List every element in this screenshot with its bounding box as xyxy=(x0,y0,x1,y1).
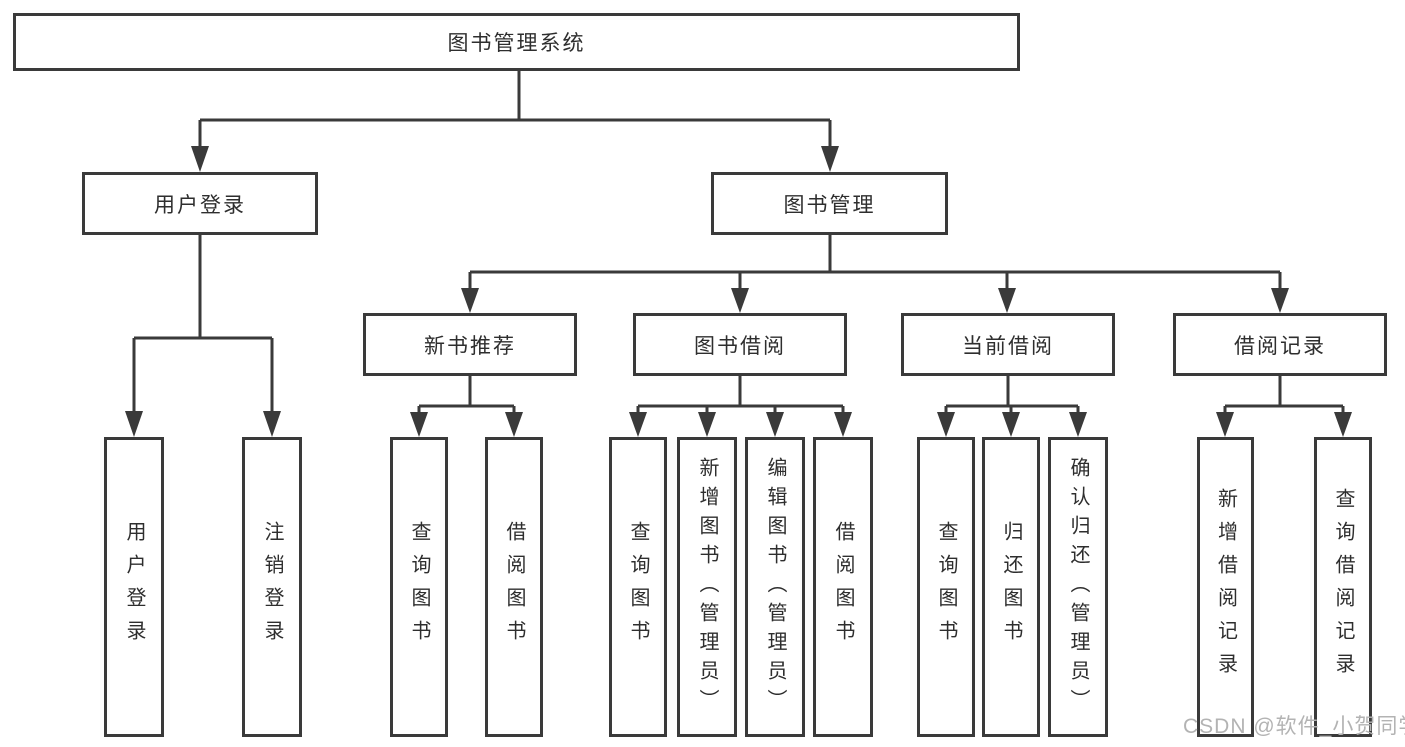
node-leaf-br-query-record: 查询借阅记录 xyxy=(1314,437,1372,737)
node-leaf-bb-add-books: 新增图书（管理员） xyxy=(677,437,737,737)
node-leaf-login-label: 用户登录 xyxy=(123,521,145,653)
node-current-borrowing: 当前借阅 xyxy=(901,313,1115,376)
node-leaf-bb-borrow-books: 借阅图书 xyxy=(813,437,873,737)
node-new-book-recommend-label: 新书推荐 xyxy=(424,334,516,358)
node-user-login: 用户登录 xyxy=(82,172,318,235)
node-leaf-bb-borrow-books-label: 借阅图书 xyxy=(832,521,854,653)
node-book-borrowing-label: 图书借阅 xyxy=(694,334,786,358)
node-root-label: 图书管理系统 xyxy=(447,32,586,55)
node-leaf-br-add-record: 新增借阅记录 xyxy=(1197,437,1254,737)
node-leaf-cb-confirm-return: 确认归还（管理员） xyxy=(1048,437,1108,737)
node-leaf-cb-return-books: 归还图书 xyxy=(982,437,1040,737)
node-borrowing-records: 借阅记录 xyxy=(1173,313,1387,376)
node-leaf-bb-query-books: 查询图书 xyxy=(609,437,667,737)
node-leaf-cb-query-books-label: 查询图书 xyxy=(935,521,957,653)
node-user-login-label: 用户登录 xyxy=(154,193,246,217)
node-leaf-nbr-query-books: 查询图书 xyxy=(390,437,448,737)
node-leaf-nbr-query-books-label: 查询图书 xyxy=(408,521,430,653)
node-leaf-bb-edit-books-label: 编辑图书（管理员） xyxy=(764,456,786,718)
node-current-borrowing-label: 当前借阅 xyxy=(962,334,1054,358)
node-new-book-recommend: 新书推荐 xyxy=(363,313,577,376)
node-leaf-logout-label: 注销登录 xyxy=(261,521,283,653)
node-book-management: 图书管理 xyxy=(711,172,948,235)
node-root: 图书管理系统 xyxy=(13,13,1020,71)
node-leaf-bb-query-books-label: 查询图书 xyxy=(627,521,649,653)
node-leaf-nbr-borrow-books-label: 借阅图书 xyxy=(503,521,525,653)
node-leaf-br-query-record-label: 查询借阅记录 xyxy=(1332,488,1354,686)
node-leaf-bb-add-books-label: 新增图书（管理员） xyxy=(696,456,718,718)
node-leaf-bb-edit-books: 编辑图书（管理员） xyxy=(745,437,805,737)
node-leaf-login: 用户登录 xyxy=(104,437,164,737)
node-leaf-cb-query-books: 查询图书 xyxy=(917,437,975,737)
csdn-watermark: CSDN @软件_小贺同学 xyxy=(1183,715,1405,738)
node-leaf-logout: 注销登录 xyxy=(242,437,302,737)
node-leaf-br-add-record-label: 新增借阅记录 xyxy=(1214,488,1237,686)
node-leaf-cb-confirm-return-label: 确认归还（管理员） xyxy=(1067,456,1089,718)
node-leaf-cb-return-books-label: 归还图书 xyxy=(1000,521,1022,653)
node-book-management-label: 图书管理 xyxy=(783,193,876,217)
node-leaf-nbr-borrow-books: 借阅图书 xyxy=(485,437,543,737)
node-book-borrowing: 图书借阅 xyxy=(633,313,847,376)
node-borrowing-records-label: 借阅记录 xyxy=(1234,334,1326,358)
